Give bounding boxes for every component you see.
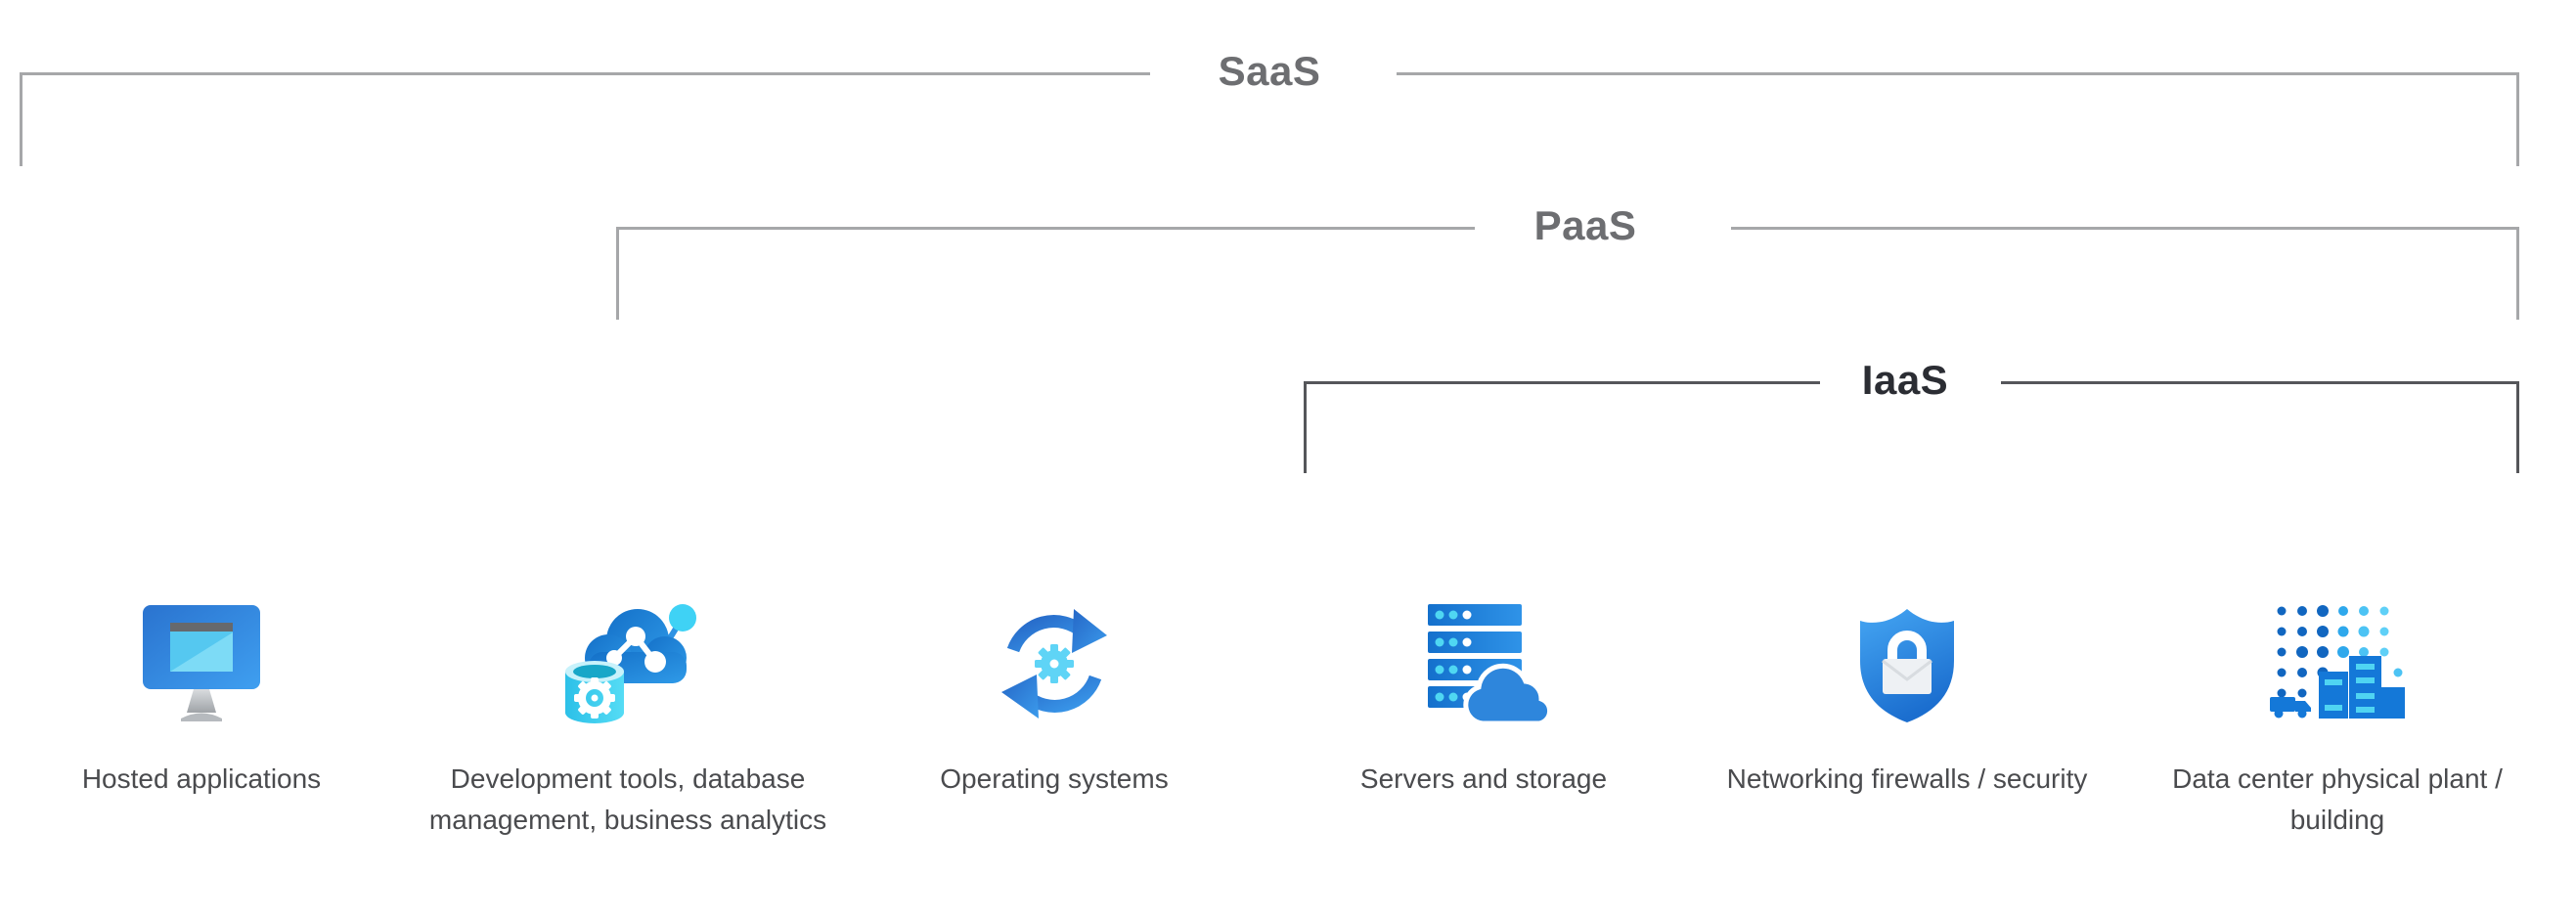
column-label: Hosted applications	[81, 763, 322, 794]
column-data-center: Data center physical plant / building	[2122, 583, 2553, 841]
iaas-bracket-right-horizontal	[2001, 381, 2519, 384]
column-networking-security: Networking firewalls / security	[1692, 583, 2122, 800]
saas-label: SaaS	[1218, 48, 1321, 94]
column-label: Servers and storage	[1359, 763, 1608, 794]
server-cloud-icon	[1414, 583, 1553, 745]
datacenter-building-icon	[2266, 583, 2409, 745]
shield-lock-icon	[1845, 583, 1969, 745]
paas-bracket-left-vertical	[616, 227, 619, 320]
paas-bracket-right-horizontal	[1731, 227, 2519, 230]
column-servers-storage: Servers and storage	[1268, 583, 1699, 800]
iaas-bracket-left-horizontal	[1304, 381, 1820, 384]
column-label: Operating systems	[940, 763, 1169, 794]
cloud-database-icon	[554, 583, 702, 745]
iaas-bracket-left-vertical	[1304, 381, 1307, 473]
paas-label: PaaS	[1533, 202, 1637, 248]
paas-bracket-left-horizontal	[616, 227, 1475, 230]
column-label: Networking firewalls / security	[1726, 763, 2088, 794]
saas-bracket-left-horizontal	[20, 72, 1150, 75]
iaas-bracket-right-vertical	[2516, 381, 2519, 473]
column-operating-systems: Operating systems	[839, 583, 1269, 800]
column-label: Data center physical plant / building	[2172, 763, 2503, 835]
iaas-label: IaaS	[1861, 357, 1949, 403]
monitor-icon	[136, 583, 267, 745]
saas-bracket-right-horizontal	[1397, 72, 2519, 75]
column-development-tools: Development tools, database management, …	[413, 583, 843, 841]
paas-bracket-right-vertical	[2516, 227, 2519, 320]
column-hosted-applications: Hosted applications	[0, 583, 417, 800]
sync-arrows-icon	[992, 583, 1117, 745]
saas-bracket-left-vertical	[20, 72, 22, 166]
column-label: Development tools, database management, …	[428, 763, 827, 835]
saas-bracket-right-vertical	[2516, 72, 2519, 166]
